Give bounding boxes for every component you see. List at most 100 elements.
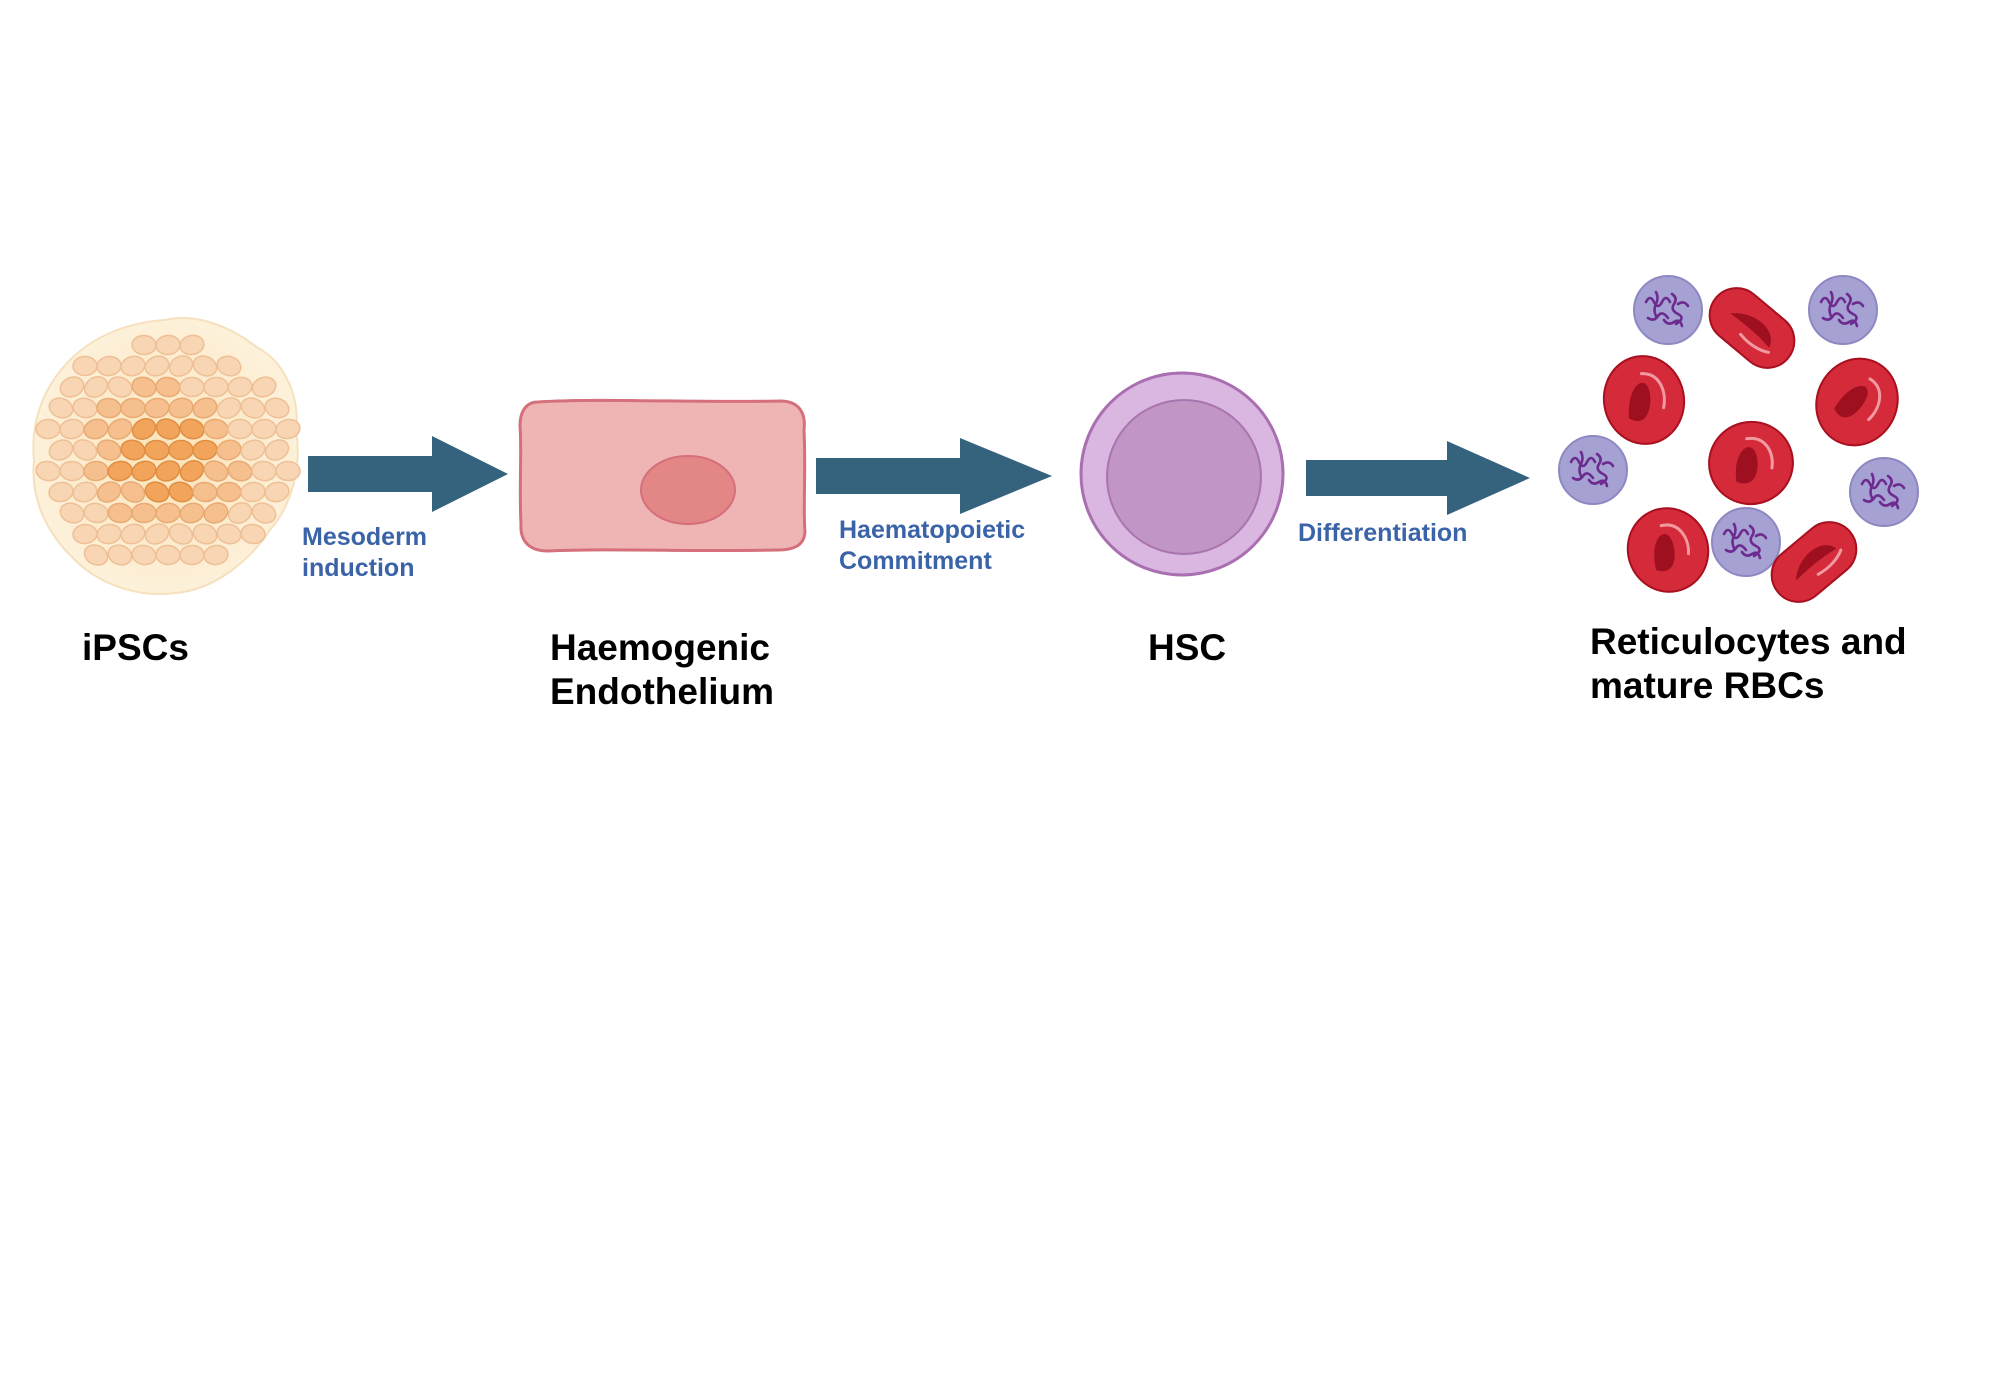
ipsc-cell bbox=[179, 502, 205, 524]
ipsc-cell bbox=[120, 523, 146, 545]
ipsc-cell bbox=[192, 355, 218, 377]
ipsc-cell bbox=[72, 439, 98, 461]
ipsc-cell bbox=[120, 355, 146, 377]
process-label-line: Haematopoietic bbox=[839, 516, 1026, 544]
rbc-icon bbox=[1602, 355, 1686, 445]
ipsc-cell bbox=[240, 523, 266, 545]
arrow-haematopoietic-commitment bbox=[816, 438, 1052, 514]
ipsc-cell bbox=[83, 376, 109, 398]
ipsc-cell bbox=[227, 376, 253, 398]
ipsc-cell bbox=[216, 481, 242, 503]
ipsc-cell bbox=[59, 502, 85, 524]
process-label-differentiation: Differentiation bbox=[1298, 518, 1467, 549]
arrow-mesoderm-induction bbox=[308, 436, 508, 512]
ipsc-cell bbox=[179, 418, 205, 440]
ipsc-cell bbox=[203, 544, 229, 566]
ipsc-cell bbox=[240, 397, 266, 419]
stage-label-line: HSC bbox=[1148, 627, 1227, 668]
ipsc-cell bbox=[216, 439, 242, 461]
ipsc-cell bbox=[251, 376, 277, 398]
stage-label-ipsc: iPSCs bbox=[82, 626, 189, 670]
ipsc-cell bbox=[227, 418, 253, 440]
ipsc-cell bbox=[131, 418, 157, 440]
process-label-haematopoietic-commitment: Haematopoietic Commitment bbox=[839, 515, 1025, 577]
reticulocyte-icon bbox=[1849, 457, 1919, 527]
reticulocyte-icon bbox=[1633, 275, 1703, 345]
stage-label-rbc: Reticulocytes and mature RBCs bbox=[1590, 620, 1907, 708]
process-label-line: induction bbox=[302, 554, 415, 582]
reticulocyte-icon bbox=[1808, 275, 1878, 345]
process-label-mesoderm-induction: Mesoderm induction bbox=[302, 522, 427, 584]
ipsc-cell bbox=[275, 460, 301, 482]
ipsc-cell bbox=[155, 418, 181, 440]
ipsc-cell bbox=[227, 460, 253, 482]
ipsc-cell bbox=[179, 376, 205, 398]
ipsc-cell bbox=[144, 523, 170, 545]
rbc-icon bbox=[1708, 420, 1794, 506]
ipsc-cell bbox=[275, 418, 301, 440]
ipsc-cell bbox=[168, 397, 194, 419]
ipsc-cell bbox=[192, 397, 218, 419]
ipsc-cell bbox=[107, 376, 133, 398]
ipsc-cell bbox=[131, 376, 157, 398]
process-label-line: Differentiation bbox=[1298, 519, 1468, 547]
ipsc-cell bbox=[216, 355, 242, 377]
ipsc-cell bbox=[48, 481, 74, 503]
rbc-icon bbox=[1708, 287, 1796, 369]
ipsc-cell bbox=[203, 502, 229, 524]
ipsc-cell bbox=[48, 439, 74, 461]
ipsc-cell bbox=[168, 523, 194, 545]
ipsc-cell bbox=[83, 418, 109, 440]
reticulocyte-icon bbox=[1711, 507, 1781, 577]
stage-label-line: mature RBCs bbox=[1590, 665, 1825, 706]
ipsc-cell bbox=[35, 418, 61, 440]
ipsc-cell bbox=[168, 481, 194, 503]
ipsc-cell bbox=[179, 544, 205, 566]
ipsc-cell bbox=[48, 397, 74, 419]
ipsc-cell bbox=[216, 523, 242, 545]
stage-label-hsc: HSC bbox=[1148, 626, 1226, 670]
stage-label-line: Haemogenic bbox=[550, 627, 771, 668]
rbc-icon bbox=[1815, 357, 1899, 447]
arrow-differentiation bbox=[1306, 441, 1530, 515]
ipsc-cell bbox=[192, 523, 218, 545]
ipsc-cell bbox=[120, 439, 146, 461]
ipsc-cell bbox=[72, 397, 98, 419]
ipsc-cell bbox=[131, 502, 157, 524]
ipsc-colony-icon bbox=[32, 317, 301, 595]
ipsc-cell bbox=[59, 418, 85, 440]
hsc-cell-icon bbox=[1079, 371, 1285, 577]
hsc-nucleus bbox=[1106, 399, 1262, 555]
endothelial-nucleus bbox=[640, 455, 736, 525]
ipsc-cell bbox=[131, 460, 157, 482]
stage-label-line: Endothelium bbox=[550, 671, 775, 712]
stage-label-line: iPSCs bbox=[82, 627, 189, 668]
process-label-line: Mesoderm bbox=[302, 523, 428, 551]
stage-label-haemogenic-endothelium: Haemogenic Endothelium bbox=[550, 626, 774, 714]
ipsc-cell bbox=[83, 460, 109, 482]
ipsc-cell bbox=[120, 481, 146, 503]
ipsc-cell bbox=[179, 334, 205, 356]
ipsc-cell bbox=[83, 544, 109, 566]
rbc-icon bbox=[1770, 521, 1858, 603]
ipsc-cell bbox=[107, 418, 133, 440]
ipsc-cell bbox=[251, 502, 277, 524]
endothelial-cell-icon bbox=[518, 398, 807, 553]
reticulocyte-icon bbox=[1558, 435, 1628, 505]
ipsc-cell bbox=[216, 397, 242, 419]
ipsc-cell bbox=[264, 397, 290, 419]
ipsc-cell bbox=[120, 397, 146, 419]
ipsc-cell bbox=[179, 460, 205, 482]
ipsc-cell bbox=[240, 439, 266, 461]
ipsc-cell bbox=[144, 481, 170, 503]
ipsc-cell bbox=[96, 523, 122, 545]
ipsc-cell bbox=[168, 439, 194, 461]
ipsc-cell bbox=[131, 334, 157, 356]
blood-cells-icon bbox=[1558, 275, 1919, 603]
ipsc-cell bbox=[264, 439, 290, 461]
ipsc-cell bbox=[203, 460, 229, 482]
ipsc-cell bbox=[107, 544, 133, 566]
ipsc-cell bbox=[227, 502, 253, 524]
ipsc-cell bbox=[96, 439, 122, 461]
